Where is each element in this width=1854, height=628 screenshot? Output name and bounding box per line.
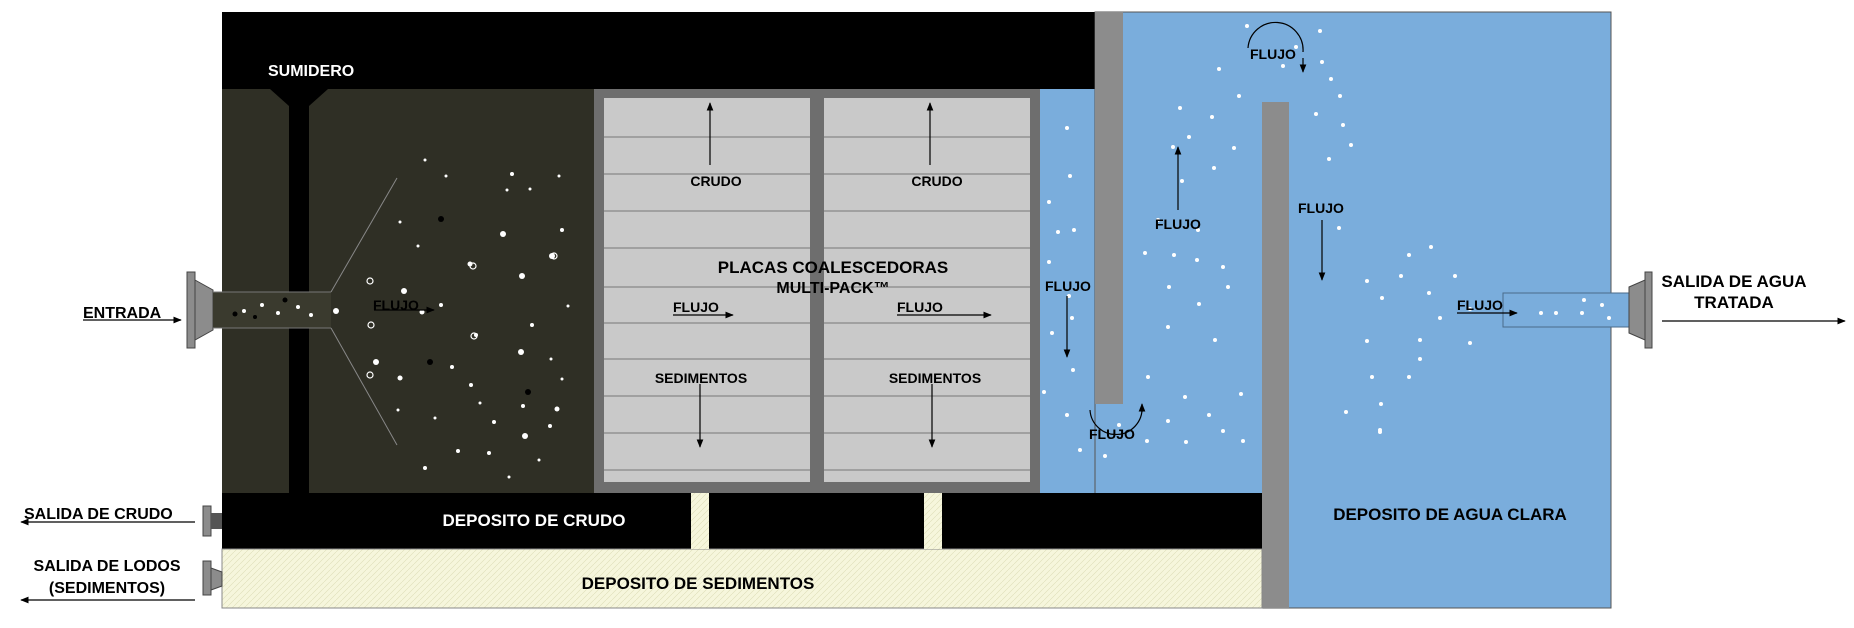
sump-funnel bbox=[270, 89, 328, 106]
label-flujo-water-5: FLUJO bbox=[1298, 200, 1344, 216]
label-deposito-agua-clara: DEPOSITO DE AGUA CLARA bbox=[1333, 505, 1567, 524]
label-salida-agua-1: SALIDA DE AGUA bbox=[1661, 272, 1806, 291]
label-flujo-water-3: FLUJO bbox=[1155, 216, 1201, 232]
water-particles bbox=[1042, 24, 1611, 458]
inlet-flange bbox=[186, 271, 196, 349]
label-sedimentos-right: SEDIMENTOS bbox=[889, 370, 981, 386]
tank-top-black bbox=[222, 12, 1095, 89]
label-salida-lodos-2: (SEDIMENTOS) bbox=[49, 580, 165, 597]
inlet-cone bbox=[194, 279, 214, 341]
outlet-pipe bbox=[1502, 292, 1630, 328]
label-flujo-inlet: FLUJO bbox=[373, 297, 419, 313]
label-salida-agua-2: TRATADA bbox=[1694, 293, 1774, 312]
outlet-flange bbox=[1644, 271, 1653, 349]
crude-outlet-fitting bbox=[202, 505, 212, 537]
crude-deposit bbox=[222, 493, 1262, 549]
hollow-particles bbox=[366, 252, 558, 379]
sediment-channel-1 bbox=[691, 493, 709, 549]
sediment-deposit bbox=[221, 548, 1263, 609]
label-flujo-plates-right: FLUJO bbox=[897, 299, 943, 315]
crude-outlet-stub bbox=[211, 513, 222, 529]
sediment-particles bbox=[232, 216, 531, 395]
inlet-pipe bbox=[213, 292, 331, 328]
label-salida-lodos-1: SALIDA DE LODOS bbox=[34, 558, 181, 575]
flow-arrows bbox=[20, 21, 1846, 604]
sludge-outlet-fitting bbox=[202, 560, 212, 596]
label-salida-crudo: SALIDA DE CRUDO bbox=[24, 506, 173, 523]
label-flujo-outlet: FLUJO bbox=[1457, 297, 1503, 313]
label-placas-1: PLACAS COALESCEDORAS bbox=[718, 258, 948, 277]
label-crudo-right: CRUDO bbox=[911, 173, 962, 189]
plates-pack-right bbox=[824, 98, 1030, 482]
label-crudo-left: CRUDO bbox=[690, 173, 741, 189]
label-flujo-plates-left: FLUJO bbox=[673, 299, 719, 315]
baffle-bottom bbox=[1262, 102, 1289, 608]
label-flujo-water-4: FLUJO bbox=[1250, 46, 1296, 62]
plate-lines bbox=[604, 136, 1030, 471]
baffle-top bbox=[1095, 12, 1123, 404]
sediment-channel-2 bbox=[924, 493, 942, 549]
inlet-chamber bbox=[222, 89, 594, 493]
label-placas-2: MULTI-PACK™ bbox=[776, 280, 889, 297]
plates-pack-left bbox=[604, 98, 810, 482]
label-flujo-water-2: FLUJO bbox=[1089, 426, 1135, 442]
label-entrada: ENTRADA bbox=[83, 305, 162, 322]
label-sumidero: SUMIDERO bbox=[268, 63, 354, 80]
label-deposito-crudo: DEPOSITO DE CRUDO bbox=[443, 511, 626, 530]
outlet-cone bbox=[1628, 279, 1646, 341]
oil-particles bbox=[242, 158, 570, 479]
label-flujo-water-1: FLUJO bbox=[1045, 278, 1091, 294]
label-deposito-sedimentos: DEPOSITO DE SEDIMENTOS bbox=[582, 574, 815, 593]
label-sedimentos-left: SEDIMENTOS bbox=[655, 370, 747, 386]
sump-pipe bbox=[289, 89, 309, 493]
